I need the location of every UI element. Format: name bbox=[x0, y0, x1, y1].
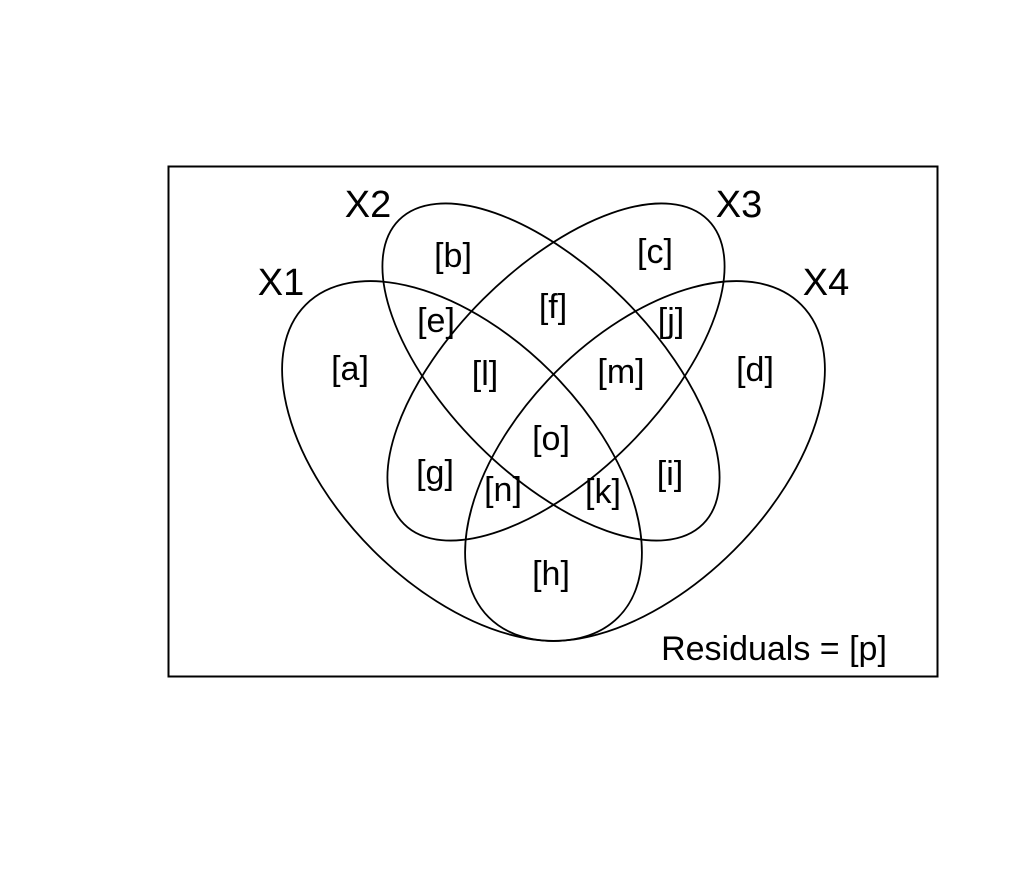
venn-ellipse-x1 bbox=[281, 280, 643, 642]
fraction-label-k: [k] bbox=[585, 473, 621, 511]
fraction-label-a: [a] bbox=[331, 350, 369, 388]
set-label-x1: X1 bbox=[258, 262, 304, 304]
residuals-label: Residuals = [p] bbox=[661, 630, 887, 668]
fraction-label-d: [d] bbox=[736, 351, 774, 389]
set-label-x3: X3 bbox=[716, 184, 762, 226]
fraction-label-n: [n] bbox=[484, 471, 522, 509]
fraction-label-o: [o] bbox=[532, 420, 570, 458]
fraction-label-g: [g] bbox=[416, 454, 454, 492]
fraction-label-m: [m] bbox=[597, 353, 644, 391]
plot-border-box bbox=[167, 165, 939, 678]
venn-ellipse-x3 bbox=[386, 202, 726, 542]
fraction-label-b: [b] bbox=[434, 237, 472, 275]
fraction-label-h: [h] bbox=[532, 555, 570, 593]
fraction-label-c: [c] bbox=[637, 233, 673, 271]
fraction-label-j: [j] bbox=[658, 302, 684, 340]
fraction-label-e: [e] bbox=[417, 302, 455, 340]
fraction-label-f: [f] bbox=[539, 288, 567, 326]
venn-ellipse-x4 bbox=[464, 280, 826, 642]
set-label-x2: X2 bbox=[345, 184, 391, 226]
venn-ellipse-x2 bbox=[381, 202, 721, 542]
fraction-label-l: [l] bbox=[472, 355, 498, 393]
set-label-x4: X4 bbox=[803, 262, 849, 304]
fraction-label-i: [i] bbox=[657, 455, 683, 493]
